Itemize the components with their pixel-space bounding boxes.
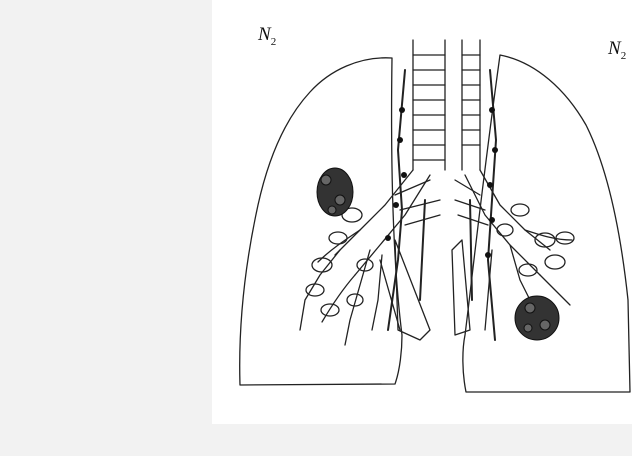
left-n2-label: N2 (258, 24, 276, 48)
right-tumor-mass (515, 296, 559, 340)
right-lung-outline (463, 55, 630, 392)
right-n2-label: N2 (608, 38, 626, 62)
left-lung-outline (240, 58, 402, 385)
left-tumor-mass (317, 168, 353, 216)
trachea (413, 40, 480, 170)
